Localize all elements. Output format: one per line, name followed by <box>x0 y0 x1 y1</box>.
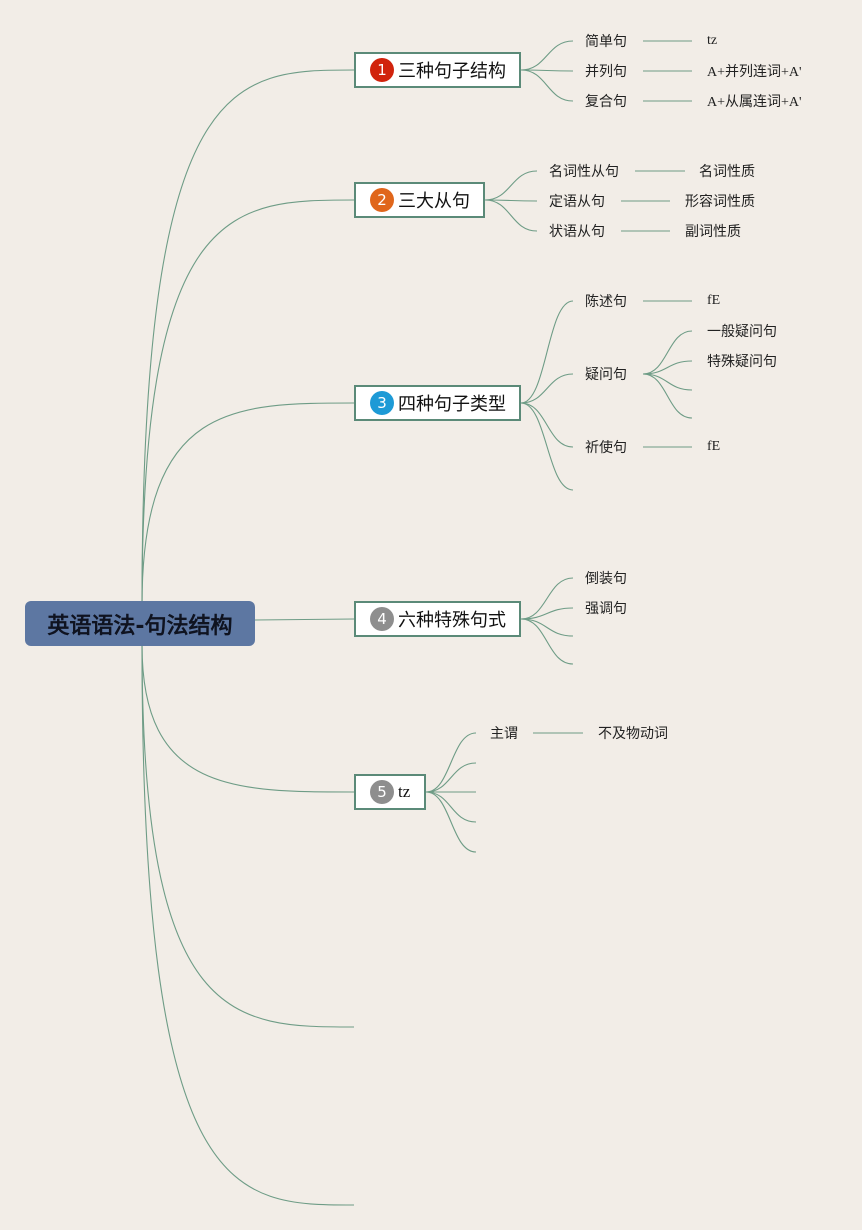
leaf-emphasis[interactable]: 强调句 <box>585 601 627 617</box>
leaf-detail[interactable]: A+并列连词+A' <box>707 65 802 80</box>
leaf-general-question[interactable]: 一般疑问句 <box>707 324 777 340</box>
leaf-attributive-clause[interactable]: 定语从句 <box>549 194 605 210</box>
root-label: 英语语法-句法结构 <box>47 613 233 639</box>
leaf-detail[interactable]: tz <box>707 33 718 48</box>
branch-connector <box>520 402 574 491</box>
branch-connector <box>520 373 574 404</box>
root-connector <box>141 199 355 606</box>
root-connector <box>141 644 355 1028</box>
sub-connector <box>642 360 693 375</box>
badge-4: 4 <box>370 607 394 631</box>
leaf-complex-sentence[interactable]: 复合句 <box>585 94 627 110</box>
branch-connector <box>520 618 574 637</box>
branch-connector <box>520 618 574 665</box>
badge-3: 3 <box>370 391 394 415</box>
badge-1: 1 <box>370 58 394 82</box>
root-node[interactable]: 英语语法-句法结构 <box>25 601 255 646</box>
leaf-detail[interactable]: A+从属连词+A' <box>707 95 802 110</box>
root-connector <box>141 69 355 606</box>
branch-label: 三种句子结构 <box>398 61 506 82</box>
leaf-detail[interactable]: 副词性质 <box>685 224 741 240</box>
root-connector <box>141 402 355 606</box>
leaf-imperative[interactable]: 祈使句 <box>585 440 627 456</box>
branch-label: tz <box>398 782 411 801</box>
branch-label: 四种句子类型 <box>398 394 506 415</box>
leaf-declarative[interactable]: 陈述句 <box>585 294 627 310</box>
branch-node-clauses[interactable]: 2 三大从句 <box>354 182 485 218</box>
leaf-detail[interactable]: fE <box>707 293 721 308</box>
sub-connector <box>642 373 693 391</box>
branch-node-sentence-types[interactable]: 3 四种句子类型 <box>354 385 521 421</box>
root-connector <box>141 644 355 1206</box>
branch-connector <box>484 170 538 201</box>
root-connector <box>254 618 355 621</box>
branch-connector <box>520 577 574 620</box>
branch-connector <box>425 791 477 853</box>
root-connector <box>141 644 355 793</box>
branch-label: 六种特殊句式 <box>398 610 506 631</box>
sub-connector <box>642 330 693 375</box>
branch-node-sentence-structures[interactable]: 1 三种句子结构 <box>354 52 521 88</box>
branch-connector <box>520 300 574 404</box>
branch-connector <box>425 791 477 823</box>
branch-connector <box>425 762 477 793</box>
leaf-compound-sentence[interactable]: 并列句 <box>585 64 627 80</box>
leaf-simple-sentence[interactable]: 简单句 <box>585 34 627 50</box>
branch-connector <box>425 732 477 793</box>
leaf-noun-clause[interactable]: 名词性从句 <box>549 164 619 180</box>
leaf-detail[interactable]: 名词性质 <box>699 164 755 180</box>
branch-label: 三大从句 <box>398 191 470 212</box>
leaf-subject-predicate[interactable]: 主谓 <box>490 726 518 742</box>
branch-connector <box>520 402 574 448</box>
badge-2: 2 <box>370 188 394 212</box>
sub-connector <box>642 373 693 419</box>
branch-connector <box>520 607 574 620</box>
leaf-adverbial-clause[interactable]: 状语从句 <box>549 224 605 240</box>
leaf-detail[interactable]: fE <box>707 439 721 454</box>
leaf-interrogative[interactable]: 疑问句 <box>585 367 627 383</box>
branch-connector <box>520 69 574 102</box>
leaf-detail[interactable]: 不及物动词 <box>598 726 668 742</box>
badge-5: 5 <box>370 780 394 804</box>
branch-connector <box>520 40 574 71</box>
leaf-special-question[interactable]: 特殊疑问句 <box>707 354 777 370</box>
branch-node-special-patterns[interactable]: 4 六种特殊句式 <box>354 601 521 637</box>
branch-node-tz[interactable]: 5 tz <box>354 774 426 810</box>
branch-connector <box>484 199 538 232</box>
leaf-detail[interactable]: 形容词性质 <box>685 194 755 210</box>
leaf-inversion[interactable]: 倒装句 <box>585 571 627 587</box>
